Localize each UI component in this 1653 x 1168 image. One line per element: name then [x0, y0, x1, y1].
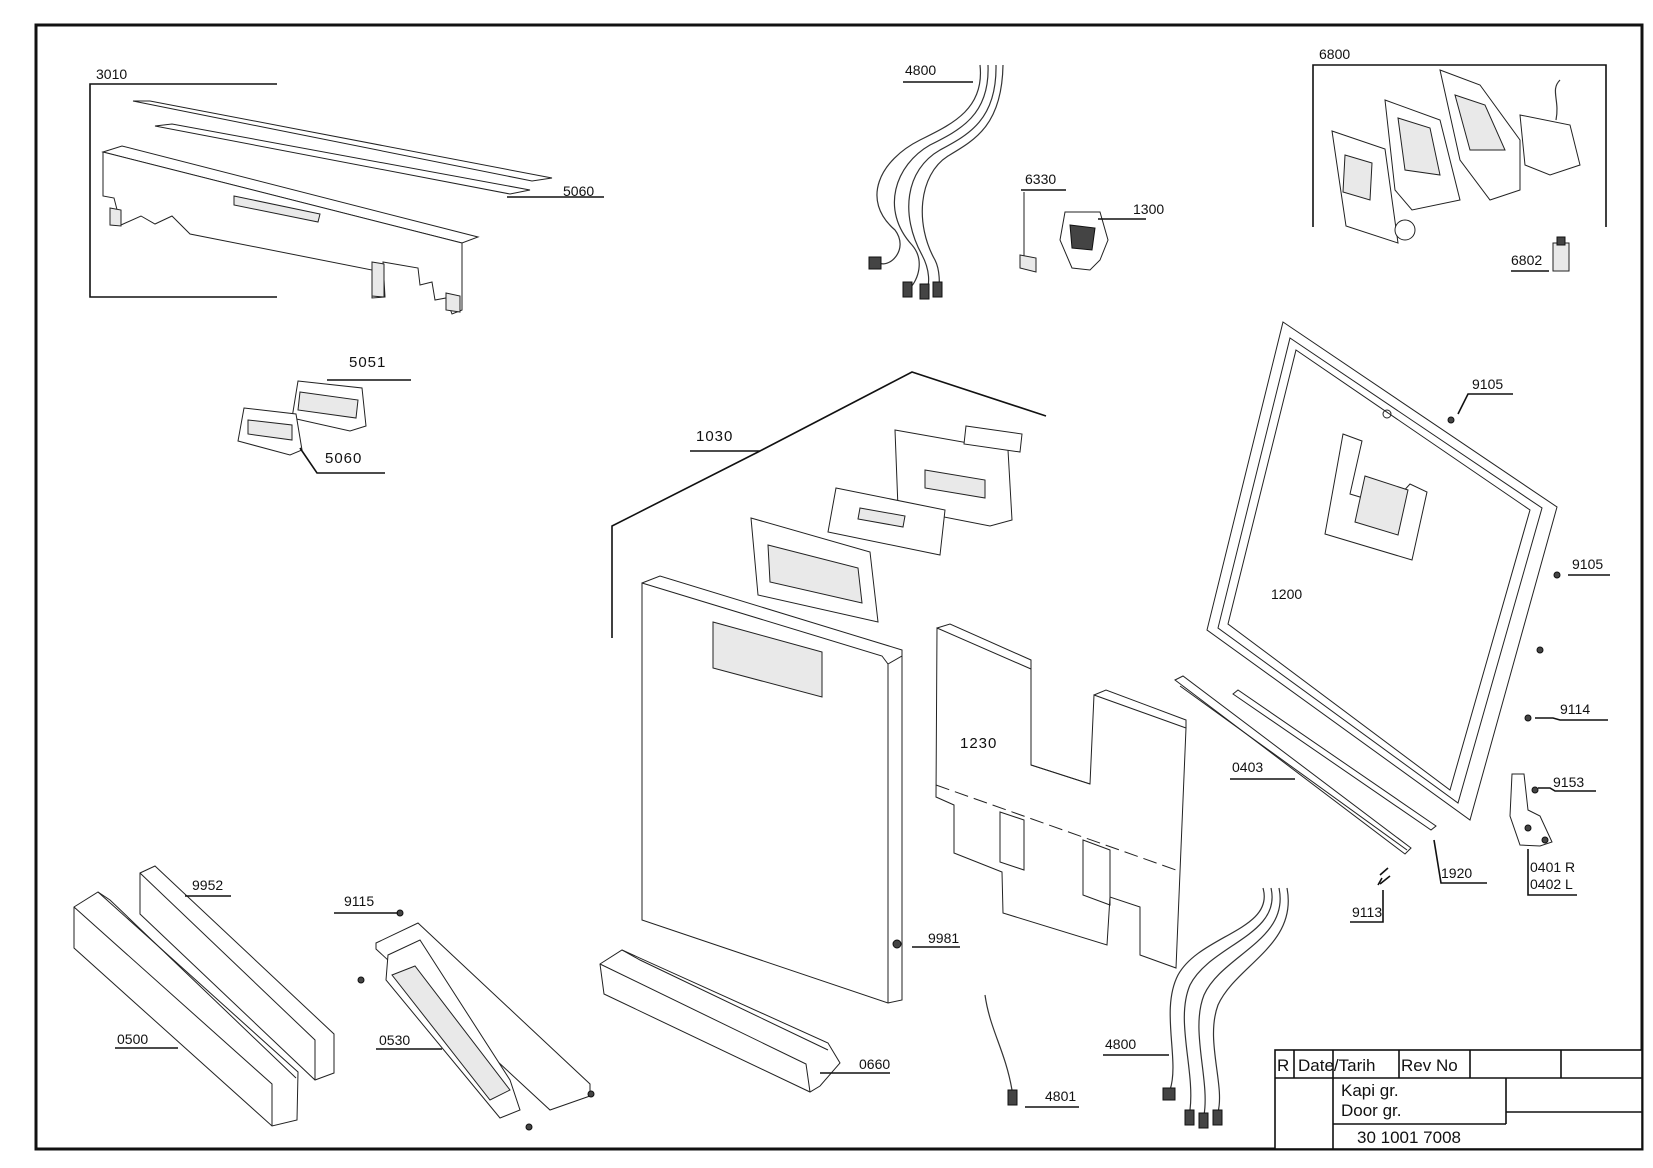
title-block-rev-header: Rev No	[1401, 1056, 1458, 1075]
part-screws-9105-9114	[1447, 416, 1561, 722]
title-block-drawing-number: 30 1001 7008	[1357, 1128, 1461, 1147]
label-6802: 6802	[1511, 252, 1542, 268]
title-block	[1274, 1049, 1643, 1150]
label-6330: 6330	[1025, 171, 1056, 187]
part-9952-bar	[139, 865, 335, 1081]
part-1230-insulation	[935, 623, 1187, 969]
label-9115: 9115	[344, 893, 374, 909]
label-0401: 0401 R	[1530, 859, 1575, 875]
label-5060-top: 5060	[563, 183, 594, 199]
part-6802-valve	[1552, 236, 1570, 272]
label-1200: 1200	[1271, 586, 1302, 602]
part-4800-harness-bottom	[1162, 887, 1289, 1129]
label-9114: 9114	[1560, 701, 1590, 717]
label-9952: 9952	[192, 877, 223, 893]
part-9113-clip	[1377, 867, 1391, 886]
title-block-rev-marker: R	[1277, 1056, 1289, 1075]
label-9105-b: 9105	[1572, 556, 1603, 572]
part-6800-dispenser	[1312, 64, 1607, 244]
part-3010-control-panel	[89, 83, 553, 315]
label-0530: 0530	[379, 1032, 410, 1048]
label-9113: 9113	[1352, 904, 1382, 920]
title-block-title-line2: Door gr.	[1341, 1101, 1401, 1120]
part-0530-bracket	[357, 909, 595, 1131]
label-5051: 5051	[349, 354, 386, 371]
label-0660: 0660	[859, 1056, 890, 1072]
label-0500: 0500	[117, 1031, 148, 1047]
part-5051-5060-boards	[237, 380, 367, 456]
drawing-border	[34, 23, 1644, 1151]
label-3010: 3010	[96, 66, 127, 82]
label-4800-top: 4800	[905, 62, 936, 78]
part-1920-strip	[1232, 689, 1437, 831]
label-0402: 0402 L	[1530, 876, 1573, 892]
label-5060-mid: 5060	[325, 450, 362, 467]
label-1300: 1300	[1133, 201, 1164, 217]
part-0403-rail	[1174, 675, 1412, 855]
label-1230: 1230	[960, 735, 997, 752]
title-block-title-line1: Kapi gr.	[1341, 1081, 1399, 1100]
part-4801-wire	[984, 994, 1018, 1106]
label-0403: 0403	[1232, 759, 1263, 775]
title-block-date-header: Date/Tarih	[1298, 1056, 1375, 1075]
label-4800-bottom: 4800	[1105, 1036, 1136, 1052]
part-0401-0402-hinge	[1509, 773, 1553, 847]
part-1200-inner-door	[1206, 321, 1558, 821]
part-0500-plinth	[73, 891, 299, 1127]
label-4801: 4801	[1045, 1088, 1076, 1104]
label-9153: 9153	[1553, 774, 1584, 790]
part-4800-harness-top	[868, 64, 1004, 300]
label-1030: 1030	[696, 428, 733, 445]
label-9105-a: 9105	[1472, 376, 1503, 392]
part-0660-lower-bar	[599, 949, 841, 1093]
label-1920: 1920	[1441, 865, 1472, 881]
label-9981: 9981	[928, 930, 959, 946]
part-1030-door-panel	[641, 575, 903, 1004]
part-display-module	[750, 425, 1023, 623]
label-6800: 6800	[1319, 46, 1350, 62]
part-6330-1300-latch	[1019, 192, 1109, 273]
